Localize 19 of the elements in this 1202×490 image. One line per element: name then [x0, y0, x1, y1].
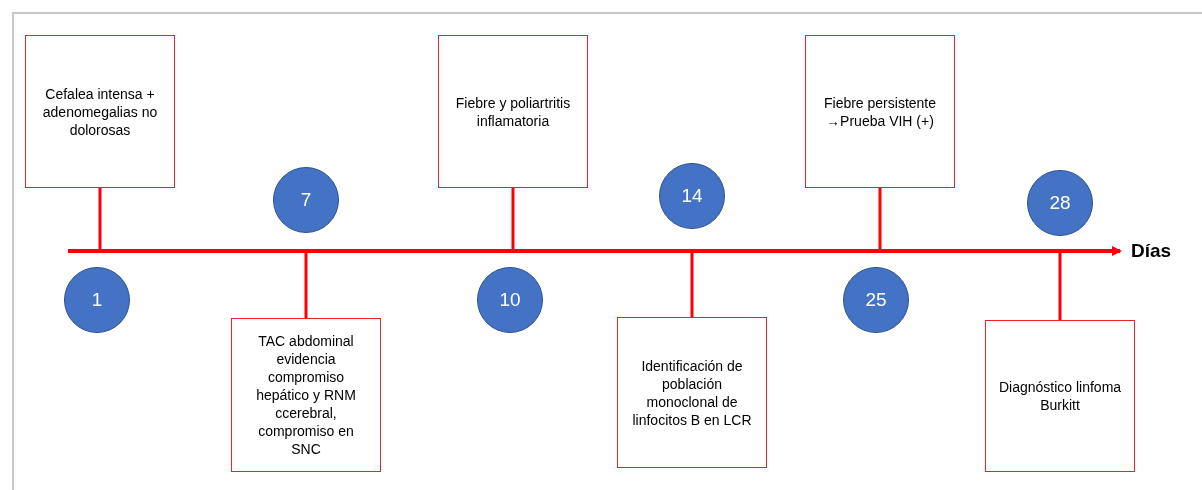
connector-line [878, 188, 882, 251]
day-circle: 10 [477, 267, 543, 333]
connector-line [690, 251, 694, 317]
connector-line [511, 188, 515, 251]
event-box: Diagnóstico linfoma Burkitt [985, 320, 1135, 472]
day-circle: 1 [64, 267, 130, 333]
connector-line [304, 251, 308, 318]
event-box: Fiebre y poliartritis inflamatoria [438, 35, 588, 188]
day-circle: 14 [659, 163, 725, 229]
event-box: Fiebre persistente →Prueba VIH (+) [805, 35, 955, 188]
event-box: Identificación de población monoclonal de linfocitos B en LCR [617, 317, 767, 468]
event-box: Cefalea intensa + adenomegalias no dolorosas [25, 35, 175, 188]
day-circle: 28 [1027, 170, 1093, 236]
connector-line [1058, 251, 1062, 320]
axis-label: Días [1131, 240, 1172, 262]
connector-line [98, 188, 102, 251]
event-box: TAC abdominal evidencia compromiso hepático y RNM ccerebral, compromiso en SNC [231, 318, 381, 472]
day-circle: 25 [843, 267, 909, 333]
day-circle: 7 [273, 167, 339, 233]
